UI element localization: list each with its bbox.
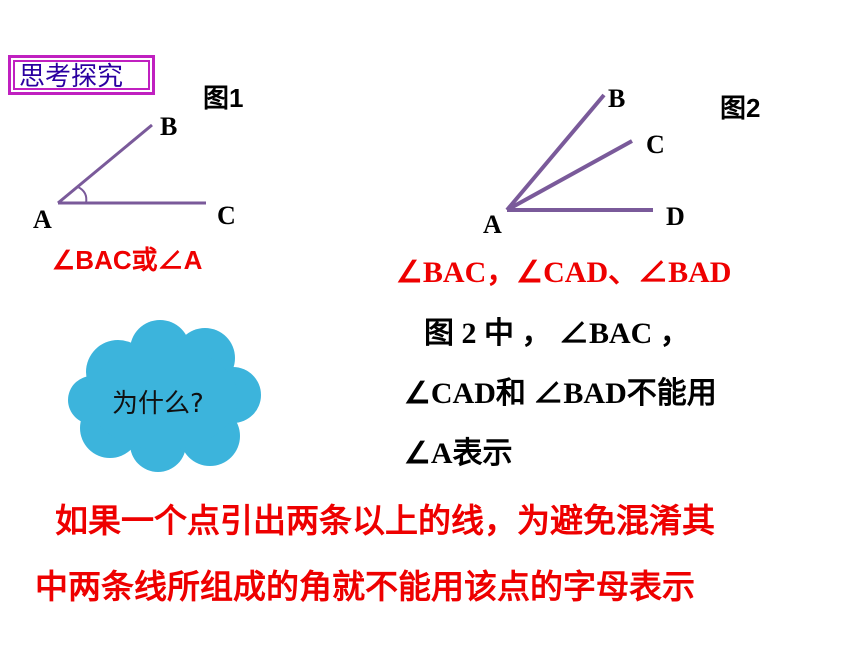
fig1-ray-ab bbox=[57, 123, 153, 205]
explanation-line-2: ∠CAD和 ∠BAD不能用 bbox=[404, 377, 717, 410]
explanation-line-1: 图 2 中 ， ∠BAC ， bbox=[424, 317, 690, 350]
cloud-shape bbox=[68, 320, 261, 472]
fig2-label-d: D bbox=[666, 202, 685, 231]
figure-2-title: 图2 bbox=[720, 93, 761, 123]
fig2-caption: ∠BAC，∠CAD、∠BAD bbox=[396, 256, 732, 289]
fig1-angle-arc bbox=[77, 186, 88, 204]
figure-1-title: 图1 bbox=[203, 83, 244, 113]
fig1-label-c: C bbox=[217, 201, 236, 230]
section-badge: 思考探究 bbox=[8, 55, 155, 95]
fig2-ray-ac bbox=[506, 139, 633, 212]
section-badge-label: 思考探究 bbox=[13, 60, 150, 92]
explanation-line-3: ∠A表示 bbox=[404, 437, 513, 470]
fig1-caption: ∠BAC或∠A bbox=[52, 245, 203, 275]
conclusion-line-2: 中两条线所组成的角就不能用该点的字母表示 bbox=[35, 567, 695, 606]
fig2-label-c: C bbox=[646, 130, 665, 159]
fig1-label-a: A bbox=[33, 205, 52, 234]
cloud-question: 为什么? bbox=[112, 389, 204, 419]
fig1-label-b: B bbox=[160, 112, 178, 141]
conclusion-line-1: 如果一个点引出两条以上的线，为避免混淆其 bbox=[55, 501, 715, 540]
fig2-label-a: A bbox=[483, 210, 502, 239]
fig2-label-b: B bbox=[608, 84, 626, 113]
fig2-ray-ab bbox=[505, 93, 606, 212]
